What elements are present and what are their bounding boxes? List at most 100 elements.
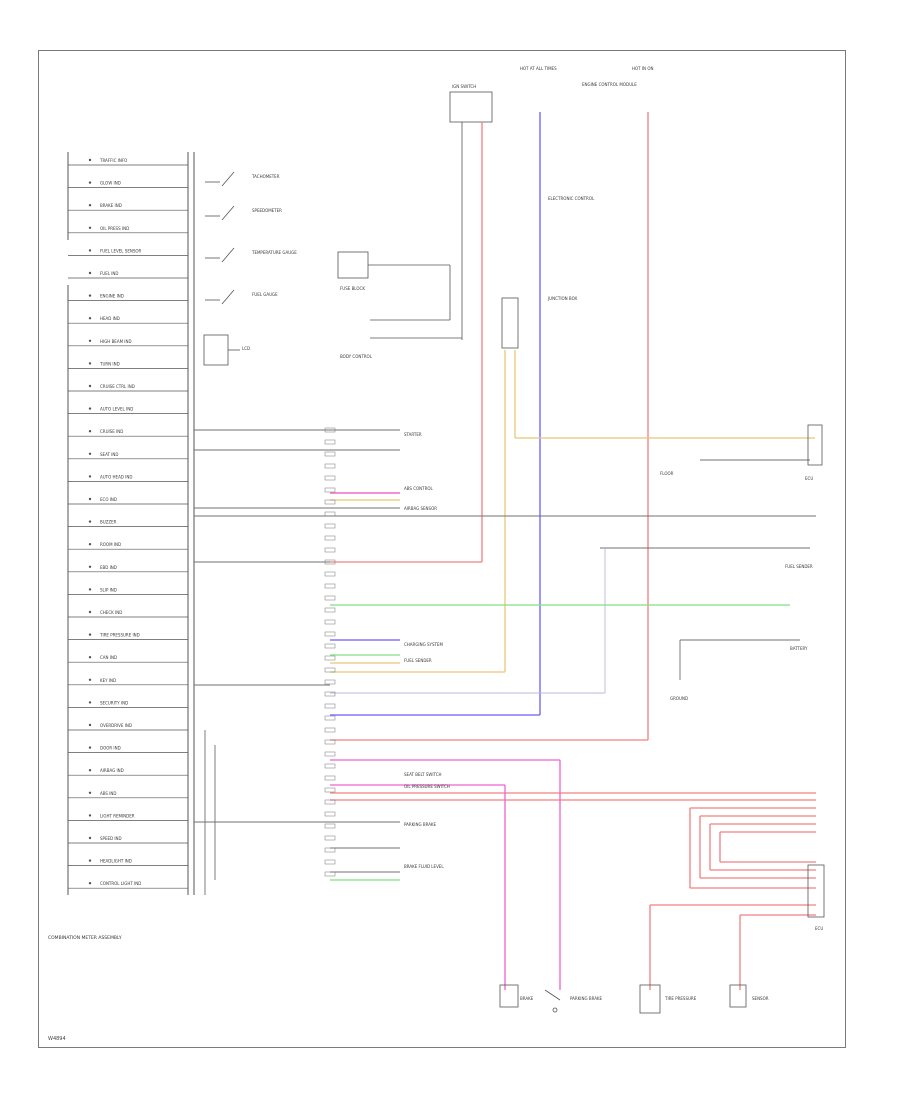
connector-pin bbox=[324, 499, 336, 505]
svg-text:BRAKE FLUID LEVEL: BRAKE FLUID LEVEL bbox=[404, 864, 444, 869]
pin-label: EBD IND bbox=[100, 565, 117, 570]
pin-dot bbox=[88, 430, 92, 433]
pin-dot bbox=[88, 543, 92, 546]
connector-pin bbox=[324, 823, 336, 829]
svg-text:GROUND: GROUND bbox=[670, 696, 688, 701]
pin-dot bbox=[88, 294, 92, 297]
connector-pin bbox=[324, 655, 336, 661]
connector-pin bbox=[324, 475, 336, 481]
pin-label: ABS IND bbox=[100, 791, 116, 796]
connector-pin bbox=[324, 463, 336, 469]
wire-pink bbox=[330, 492, 561, 990]
meter-bus bbox=[67, 152, 195, 895]
svg-text:FUEL SENDER: FUEL SENDER bbox=[785, 564, 813, 569]
pin-dot bbox=[88, 769, 92, 772]
pin-dot bbox=[88, 362, 92, 365]
connector-pin bbox=[324, 583, 336, 589]
svg-text:FUSE BLOCK: FUSE BLOCK bbox=[340, 286, 365, 291]
pin-label: FUEL IND bbox=[100, 271, 119, 276]
pin-dot bbox=[88, 633, 92, 636]
pin-label: HIGH BEAM IND bbox=[100, 339, 132, 344]
connector-pin bbox=[324, 535, 336, 541]
wire-lightgray bbox=[330, 548, 606, 694]
switch-label: FUEL GAUGE bbox=[252, 292, 278, 297]
switch-label: SPEEDOMETER bbox=[252, 208, 282, 213]
connector-pin bbox=[324, 763, 336, 769]
connector-pin bbox=[324, 643, 336, 649]
pin-label: FUEL LEVEL SENSOR bbox=[100, 248, 142, 253]
wire-green bbox=[330, 604, 790, 881]
svg-text:ABS CONTROL: ABS CONTROL bbox=[404, 486, 434, 491]
pin-dot bbox=[88, 158, 92, 162]
pin-label: BRAKE IND bbox=[100, 203, 122, 208]
connector-pin bbox=[324, 679, 336, 685]
pin-dot bbox=[88, 791, 92, 794]
connector-pin bbox=[324, 451, 336, 457]
svg-text:ECU: ECU bbox=[805, 476, 813, 481]
svg-text:PARKING BRAKE: PARKING BRAKE bbox=[570, 996, 603, 1001]
pin-dot bbox=[88, 317, 92, 320]
svg-text:TIRE PRESSURE: TIRE PRESSURE bbox=[664, 996, 697, 1001]
pin-dot bbox=[88, 204, 92, 207]
pin-dot bbox=[88, 497, 92, 501]
svg-text:IGN SWITCH: IGN SWITCH bbox=[452, 84, 476, 89]
connector-pin bbox=[324, 619, 336, 625]
diagram-frame bbox=[38, 50, 846, 1048]
connector-pin bbox=[324, 727, 336, 733]
connector-pin bbox=[324, 511, 336, 517]
connector-pin bbox=[324, 835, 336, 841]
svg-text:BATTERY: BATTERY bbox=[790, 646, 808, 651]
pin-label: CONTROL LIGHT IND bbox=[100, 881, 141, 886]
top-connectors bbox=[337, 91, 519, 349]
pin-dot bbox=[88, 746, 92, 749]
pin-label: CAN IND bbox=[100, 655, 117, 660]
svg-text:BRAKE: BRAKE bbox=[520, 996, 534, 1001]
pin-dot bbox=[88, 384, 92, 388]
switch-label: TEMPERATURE GAUGE bbox=[251, 250, 297, 255]
pin-dot bbox=[88, 814, 92, 817]
pin-label: HEAD IND bbox=[100, 316, 120, 321]
svg-text:OIL PRESSURE SWITCH: OIL PRESSURE SWITCH bbox=[404, 784, 450, 789]
connector-pin bbox=[324, 487, 336, 493]
pin-dot bbox=[88, 407, 92, 410]
svg-text:SENSOR: SENSOR bbox=[752, 996, 769, 1001]
pin-dot bbox=[88, 701, 92, 704]
svg-text:PARKING BRAKE: PARKING BRAKE bbox=[404, 822, 437, 827]
pin-dot bbox=[88, 452, 92, 455]
pin-label: DOOR IND bbox=[100, 746, 121, 751]
pin-label: SLIP IND bbox=[100, 587, 117, 592]
pin-label: ROOM IND bbox=[100, 542, 121, 547]
wire-blue bbox=[330, 112, 541, 716]
pin-label: CRUISE IND bbox=[100, 429, 123, 434]
connector-pin bbox=[324, 559, 336, 565]
pin-label: TURN IND bbox=[99, 361, 120, 366]
pin-label: TRAFFIC INFO bbox=[99, 158, 127, 163]
pin-label: OIL PRESS IND bbox=[100, 226, 129, 231]
pin-label: AIRBAG IND bbox=[100, 768, 124, 773]
wire-gray bbox=[194, 429, 816, 895]
wire-red bbox=[330, 112, 816, 990]
pin-dot bbox=[88, 249, 92, 252]
connector-pin bbox=[324, 595, 336, 601]
connector-pin bbox=[324, 811, 336, 817]
pin-label: SPEED IND bbox=[100, 836, 122, 841]
svg-text:LCD: LCD bbox=[242, 346, 250, 351]
pin-label: AUTO LEVEL IND bbox=[100, 407, 133, 412]
connector-pin bbox=[324, 571, 336, 577]
pin-label: BUZZER bbox=[100, 520, 117, 525]
svg-text:ENGINE CONTROL MODULE: ENGINE CONTROL MODULE bbox=[582, 82, 637, 87]
connector-pin bbox=[324, 859, 336, 865]
connector-pin bbox=[324, 667, 336, 673]
connector-pin bbox=[324, 751, 336, 757]
pin-dot bbox=[88, 181, 92, 184]
pin-dot bbox=[88, 226, 92, 229]
pin-dot bbox=[88, 836, 92, 840]
connector-pin bbox=[324, 631, 336, 637]
pin-dot bbox=[88, 475, 92, 478]
svg-text:HOT AT ALL TIMES: HOT AT ALL TIMES bbox=[520, 66, 557, 71]
pin-label: ECO IND bbox=[100, 497, 117, 502]
pin-label: LIGHT REMINDER bbox=[100, 813, 135, 818]
pin-label: SECURITY IND bbox=[100, 700, 128, 705]
pin-label: SEAT IND bbox=[100, 452, 118, 457]
svg-text:CHARGING SYSTEM: CHARGING SYSTEM bbox=[404, 642, 443, 647]
